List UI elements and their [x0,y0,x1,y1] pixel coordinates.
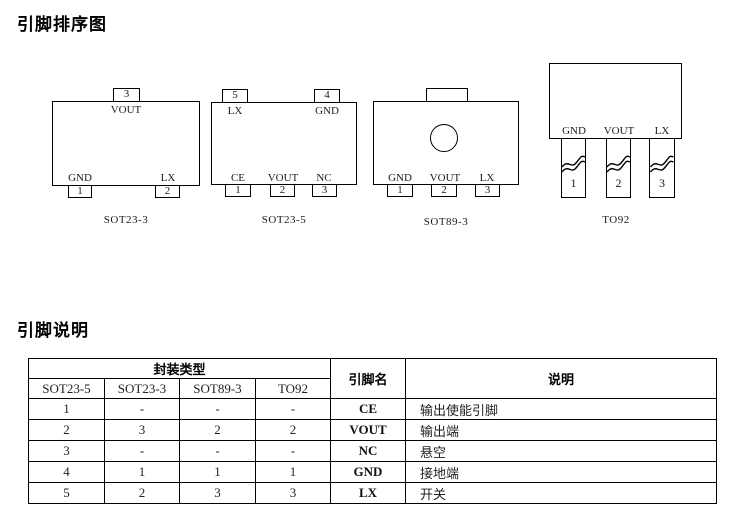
sot89-3-pin1-label: GND [388,172,412,184]
to92-pin3-label: LX [654,125,670,137]
to92-leg-3 [649,138,675,198]
to92-leg-1 [561,138,586,198]
sot89-3-pin1-box: 1 [387,184,413,197]
to92-caption: TO92 [602,214,630,226]
sot23-3-caption: SOT23-3 [103,214,149,226]
cell-pin: 3 [104,419,180,441]
sot89-3-pin3-box: 3 [475,184,500,197]
cell-description: 输出端 [405,419,717,441]
sot89-3-pin2-label: VOUT [429,172,461,184]
table-row-vout: 2 3 2 2 VOUT 输出端 [28,419,717,441]
pin-diagram-title: 引脚排序图 [17,15,107,34]
sot23-3-pin2-label: LX [160,172,176,184]
sot23-5-pin2-label: VOUT [267,172,299,184]
col-header-sot89-3: SOT89-3 [179,378,256,399]
sot23-3-pin1-label: GND [68,172,92,184]
cell-pin: - [104,440,180,462]
pin-name-header: 引脚名 [330,358,406,399]
lead-break-wave-1 [562,155,585,173]
to92-leg-2 [606,138,631,198]
to92-leg1-number: 1 [570,176,577,190]
cell-pin: - [255,398,331,420]
cell-pin: 2 [255,419,331,441]
sot23-5-pin3-label: NC [316,172,332,184]
cell-pin: 3 [179,482,256,504]
sot23-5-caption: SOT23-5 [261,214,307,226]
pin-description-table: 封装类型 引脚名 说明 SOT23-5 SOT23-3 SOT89-3 TO92… [28,358,717,504]
cell-description: 开关 [405,482,717,504]
package-type-header: 封装类型 [28,358,331,379]
sot23-5-pin1-label: CE [230,172,246,184]
table-row-nc: 3 - - - NC 悬空 [28,440,717,462]
sot89-3-pin2-box: 2 [431,184,457,197]
sot23-5-pin4-label: GND [315,105,339,117]
cell-pin: 2 [28,419,105,441]
sot23-3-pin3-label: VOUT [110,104,142,116]
cell-description: 悬空 [405,440,717,462]
sot89-3-caption: SOT89-3 [423,216,469,228]
cell-pin: 1 [179,461,256,483]
cell-pin: - [179,440,256,462]
cell-pin-name: VOUT [330,419,406,441]
cell-pin: - [104,398,180,420]
cell-pin: 2 [179,419,256,441]
cell-pin: 1 [28,398,105,420]
cell-pin-name: LX [330,482,406,504]
to92-leg3-number: 3 [659,176,665,190]
sot89-3-pin3-label: LX [479,172,495,184]
sot23-3-pin2-box: 2 [155,185,180,198]
lead-break-wave-2 [607,155,630,173]
cell-pin: 3 [255,482,331,504]
col-header-to92: TO92 [255,378,331,399]
cell-pin: 1 [255,461,331,483]
to92-leg2-number: 2 [615,176,622,190]
pin-description-title: 引脚说明 [17,321,89,340]
lead-break-wave-3 [650,155,674,173]
col-header-sot23-3: SOT23-3 [104,378,180,399]
sot23-5-pin3-box: 3 [312,184,337,197]
sot23-5-pin4-box: 4 [314,89,340,103]
table-row-lx: 5 2 3 3 LX 开关 [28,482,717,504]
to92-pin1-label: GND [562,125,586,137]
cell-pin: 5 [28,482,105,504]
sot23-3-pin1-box: 1 [68,185,92,198]
table-row-ce: 1 - - - CE 输出使能引脚 [28,398,717,420]
sot89-3-tab [426,88,468,102]
sot23-5-pin5-box: 5 [222,89,248,103]
sot23-5-pin5-label: LX [227,105,243,117]
cell-pin: 3 [28,440,105,462]
cell-pin: - [255,440,331,462]
cell-description: 接地端 [405,461,717,483]
sot23-3-body [52,101,200,186]
cell-description: 输出使能引脚 [405,398,717,420]
table-row-gnd: 4 1 1 1 GND 接地端 [28,461,717,483]
sot23-3-pin3-box: 3 [113,88,140,102]
cell-pin: 4 [28,461,105,483]
to92-pin2-label: VOUT [603,125,635,137]
col-header-sot23-5: SOT23-5 [28,378,105,399]
cell-pin-name: NC [330,440,406,462]
cell-pin: - [179,398,256,420]
cell-pin: 1 [104,461,180,483]
sot23-5-pin2-box: 2 [270,184,295,197]
cell-pin-name: CE [330,398,406,420]
sot23-5-pin1-box: 1 [225,184,251,197]
description-header: 说明 [405,358,717,399]
cell-pin: 2 [104,482,180,504]
cell-pin-name: GND [330,461,406,483]
sot89-3-pin1-marker-circle [430,124,458,152]
